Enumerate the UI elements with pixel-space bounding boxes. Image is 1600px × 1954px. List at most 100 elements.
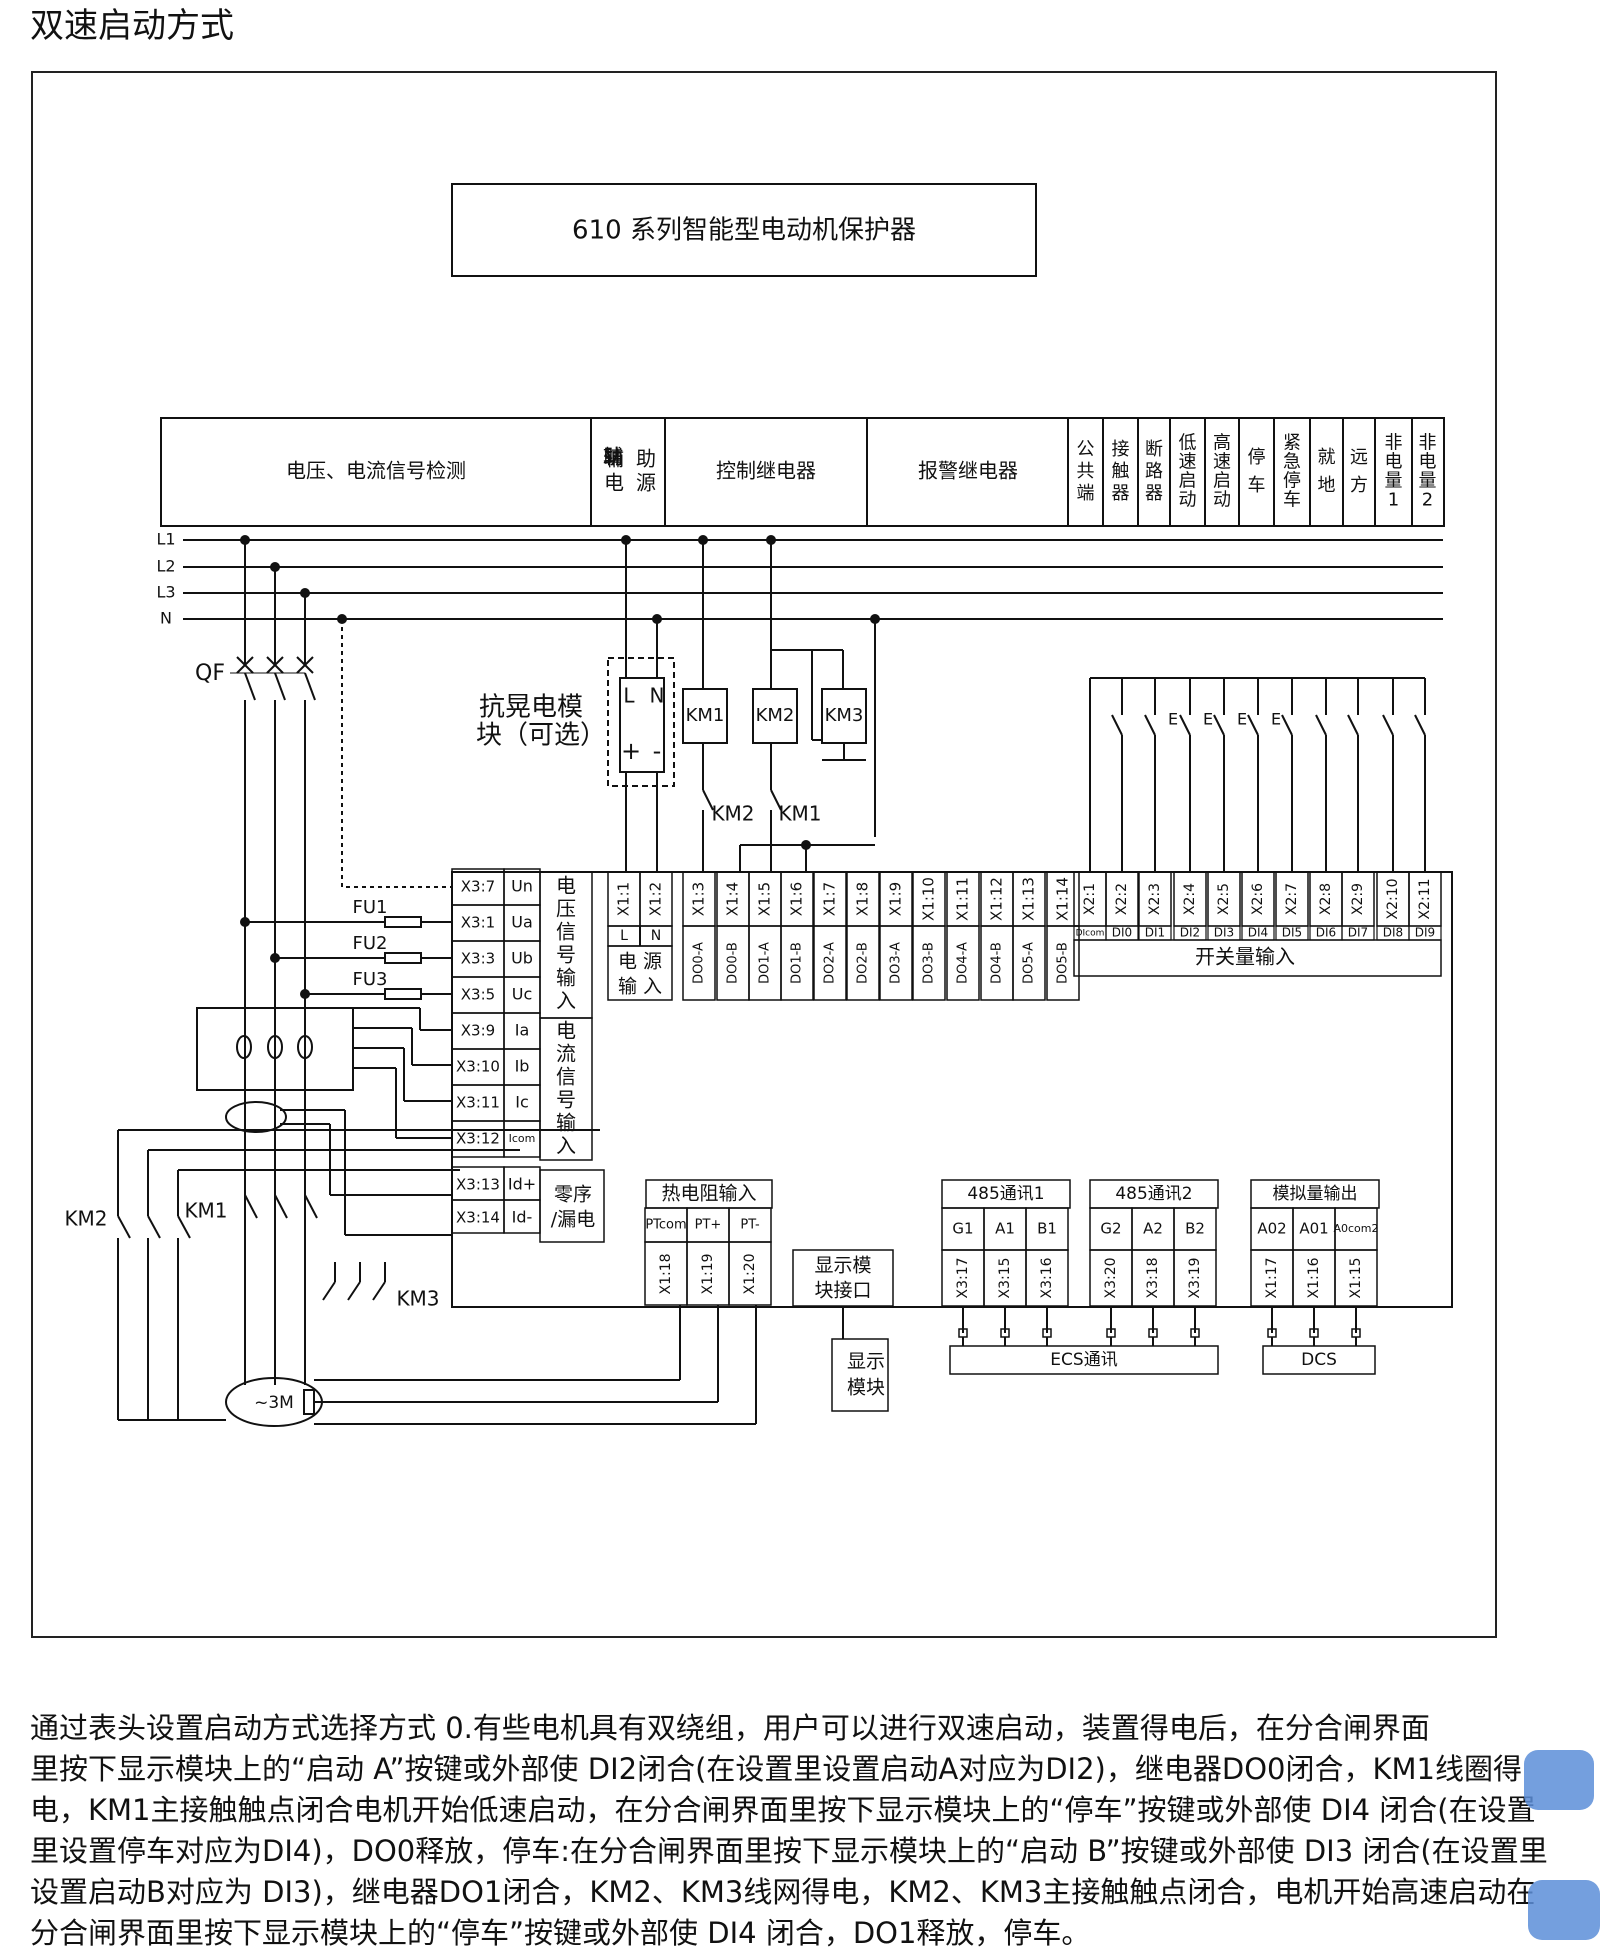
aux-power-char: 辅: [603, 445, 623, 469]
x2-term: X2:1: [1082, 883, 1098, 915]
di-label: DI8: [1383, 926, 1403, 940]
x2-term: X2:2: [1114, 883, 1130, 915]
contactor-label: KM2: [64, 1207, 107, 1231]
thermal-term-cell: [728, 1241, 772, 1306]
current-label-char: 流: [556, 1042, 576, 1066]
voltage-label-char: 号: [556, 943, 576, 967]
power-n: N: [651, 928, 661, 944]
switch-input-label: 开关量输入: [1195, 945, 1295, 969]
rs485-2-sig: A2: [1143, 1220, 1163, 1238]
header-control-relay: 控制继电器: [716, 459, 816, 483]
display-module-box: [831, 1338, 889, 1412]
x3-term: X3:5: [461, 986, 495, 1004]
header-vertical-char: 2: [1422, 490, 1433, 511]
rs485-2-sig: B2: [1185, 1220, 1205, 1238]
paragraph-line: 电，KM1主接触触点闭合电机开始低速启动，在分合闸界面里按下显示模块上的“停车”…: [30, 1793, 1536, 1827]
km1-contact: [304, 1194, 318, 1219]
floating-tool-button[interactable]: [1524, 1750, 1594, 1810]
x1-term: X1:1: [615, 882, 633, 916]
km2-contact: [147, 1215, 161, 1239]
module-terminal: N: [650, 684, 665, 708]
rs485-1-sig: B1: [1037, 1220, 1057, 1238]
anti-sway-label: 抗晃电模: [479, 693, 583, 723]
zero-seq-box: [539, 1169, 605, 1243]
di-label: DI6: [1316, 926, 1336, 940]
interlock-contact: [702, 789, 714, 811]
x1-term: X1:13: [1020, 877, 1038, 921]
floating-tool-button-2[interactable]: [1528, 1880, 1600, 1940]
ecs-label: ECS通讯: [1050, 1350, 1117, 1370]
coil-km3-label: KM3: [825, 705, 864, 726]
interlock-contact: [770, 789, 782, 811]
di-label: DIcom: [1076, 929, 1105, 939]
x2-term: X2:5: [1216, 883, 1232, 915]
x3-sig: Ub: [511, 949, 533, 968]
coil-km1: [682, 688, 728, 744]
fuse: [384, 916, 422, 928]
coil-km2-label: KM2: [756, 705, 795, 726]
km2-contact: [177, 1215, 191, 1239]
rs485-2-sig: G2: [1100, 1220, 1121, 1238]
rs485-2-term: X3:19: [1187, 1257, 1203, 1298]
header-alarm-relay: 报警继电器: [918, 459, 1018, 483]
power-input-label: 输 入: [618, 976, 662, 998]
dcs-label: DCS: [1301, 1350, 1337, 1370]
current-label-char: 入: [556, 1134, 576, 1158]
coil-km2: [752, 688, 798, 744]
x1-term: X1:12: [988, 877, 1006, 921]
anti-sway-label: 块（可选）: [476, 721, 606, 751]
header-vertical-char: 非: [1385, 433, 1403, 454]
di-switch: [1247, 714, 1259, 736]
header-vertical-char: 非: [1419, 433, 1437, 454]
x3-sig: Ia: [515, 1021, 530, 1040]
thermal-term: X1:19: [700, 1253, 716, 1294]
header-vertical-char: 方: [1350, 475, 1368, 496]
header-vertical-char: 触: [1112, 461, 1130, 482]
device-title-box: [451, 183, 1037, 277]
do-label: DO2-B: [856, 942, 871, 984]
ct-coil: [297, 1035, 313, 1059]
analog-out-term: X1:16: [1306, 1257, 1322, 1298]
header-strip: [160, 417, 1445, 527]
do-label: DO5-B: [1056, 942, 1071, 984]
rs485-2-term: X3:18: [1145, 1257, 1161, 1298]
di-e-mark: E: [1237, 710, 1247, 729]
current-label-char: 信: [556, 1065, 576, 1089]
paragraph-line: 里按下显示模块上的“启动 A”按键或外部使 DI2闭合(在设置里设置启动A对应为…: [30, 1752, 1522, 1786]
x1-term: X1:14: [1054, 877, 1072, 921]
rs485-1-sig: G1: [952, 1220, 973, 1238]
breaker-contact: [304, 672, 316, 701]
header-vertical-char: 地: [1318, 475, 1336, 496]
dcs-box: [1262, 1345, 1376, 1375]
x3-term: X3:7: [461, 878, 495, 896]
x3-sig: Ic: [515, 1093, 529, 1112]
di-switch: [1281, 714, 1293, 736]
do-cell: [813, 925, 847, 1001]
di-label: DI5: [1282, 926, 1302, 940]
x3-sig: Ib: [515, 1057, 530, 1076]
analog-out-sig: A01: [1299, 1220, 1328, 1238]
do-cell: [946, 925, 980, 1001]
ct-coil: [267, 1035, 283, 1059]
x2-term: X2:8: [1318, 883, 1334, 915]
di-label: DI4: [1248, 926, 1268, 940]
breaker-x: [266, 656, 284, 674]
thermal-sig: PT-: [740, 1218, 760, 1233]
header-vertical-char: 1: [1388, 490, 1399, 511]
breaker-label: QF: [195, 661, 225, 686]
x1-term: X1:7: [821, 882, 839, 916]
header-vertical-char: 断: [1145, 439, 1163, 460]
header-vertical-char: 启: [1213, 471, 1231, 492]
aux-power-char: 源: [636, 471, 656, 495]
voltage-label-char: 压: [556, 897, 576, 921]
x3-sig: Uc: [512, 985, 533, 1004]
anti-sway-module: [619, 677, 665, 773]
header-vertical-char: 器: [1112, 483, 1130, 504]
di-label: DI7: [1348, 926, 1368, 940]
fuse-label: FU1: [353, 897, 388, 918]
header-vertical-char: 量: [1385, 471, 1403, 492]
do-label: DO5-A: [1022, 942, 1037, 984]
header-vertical-char: 远: [1350, 447, 1368, 468]
km1-contact: [244, 1194, 258, 1219]
km3-contact: [372, 1281, 386, 1301]
